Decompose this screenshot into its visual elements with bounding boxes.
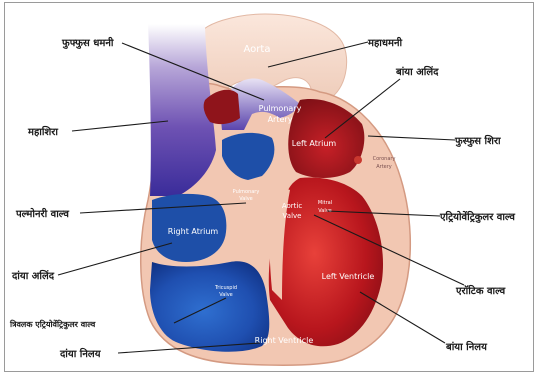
label-coronary-artery-1: Coronary — [373, 156, 396, 162]
label-aortic-valve-1: Aortic — [282, 202, 303, 210]
label-mitral-valve-1: Mitral — [318, 200, 332, 206]
label-pulmonary-artery-2: Artery — [268, 115, 293, 124]
hindi-label-left-atrium: बांया अलिंद — [395, 65, 439, 78]
label-coronary-artery-2: Artery — [376, 164, 392, 170]
label-aorta: Aorta — [244, 44, 271, 55]
label-pulmonary-artery-1: Pulmonary — [259, 104, 302, 113]
label-pulmonary-valve-2: Valve — [239, 196, 253, 202]
hindi-label-pulmonary-valve: पल्मोनरी वाल्व — [15, 207, 69, 220]
label-tricuspid-valve-2: Valve — [219, 292, 233, 298]
label-left-atrium: Left Atrium — [292, 139, 337, 148]
label-aortic-valve-2: Valve — [283, 212, 302, 220]
coronary-artery-mark — [354, 156, 362, 164]
hindi-label-pulmonary-vein: फुस्फुस शिरा — [454, 134, 501, 147]
hindi-label-vena-cava: महाशिरा — [27, 125, 58, 138]
hindi-label-mitral-valve: एट्रियोवेंट्रिकुलर वाल्व — [439, 210, 515, 223]
hindi-label-aorta: महाधमनी — [367, 36, 403, 49]
hindi-label-pulmonary-artery: फुफ्फुस धमनी — [61, 36, 114, 49]
hindi-label-right-ventricle: दांया निलय — [59, 347, 102, 360]
label-left-ventricle: Left Ventricle — [322, 272, 375, 281]
hindi-label-aortic-valve: एरॉटिक वाल्व — [455, 284, 506, 297]
hindi-label-right-atrium: दांया अलिंद — [11, 269, 55, 282]
hindi-label-tricuspid-valve: त्रिवलक एट्रियोवेंट्रिकुलर वाल्व — [9, 319, 96, 330]
label-tricuspid-valve-1: Tricuspid — [214, 285, 237, 291]
hindi-label-left-ventricle: बांया निलय — [445, 340, 488, 353]
label-pulmonary-valve-1: Pulmonary — [233, 189, 260, 195]
label-right-ventricle: Right Ventricle — [255, 336, 314, 345]
label-right-atrium: Right Atrium — [168, 227, 219, 236]
